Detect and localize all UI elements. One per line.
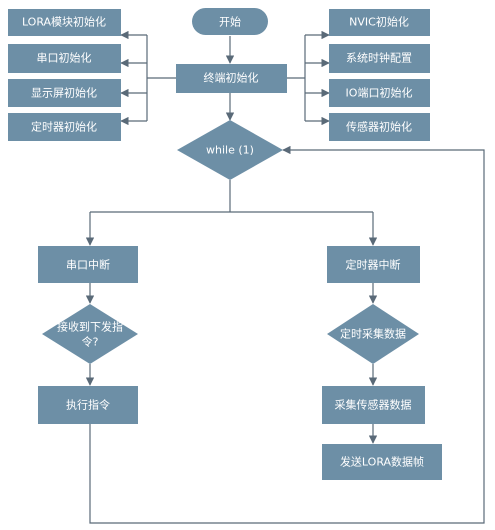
node-send-lora: 发送LORA数据帧: [322, 444, 442, 480]
edge-init-left-bracket: [146, 35, 176, 121]
edge-loop-back: [89, 145, 485, 524]
node-uart-interrupt: 串口中断: [38, 246, 138, 283]
node-while-loop: while (1): [177, 120, 283, 180]
node-execute-cmd: 执行指令: [38, 386, 138, 424]
node-clock-config-label: 系统时钟配置: [346, 51, 412, 65]
node-terminal-init: 终端初始化: [176, 64, 287, 93]
node-timed-collect: 定时采集数据: [327, 304, 419, 364]
node-timer-interrupt-label: 定时器中断: [346, 258, 401, 272]
node-nvic-init-label: NVIC初始化: [349, 15, 409, 29]
node-uart-init: 串口初始化: [8, 44, 121, 73]
node-start: 开始: [192, 8, 268, 35]
node-uart-init-label: 串口初始化: [37, 51, 92, 65]
node-collect-sensor-label: 采集传感器数据: [335, 398, 412, 412]
node-uart-interrupt-label: 串口中断: [66, 258, 110, 272]
node-display-init-label: 显示屏初始化: [31, 86, 97, 100]
node-io-init-label: IO端口初始化: [346, 86, 413, 100]
node-nvic-init: NVIC初始化: [329, 9, 430, 36]
node-sensor-init-label: 传感器初始化: [346, 120, 412, 134]
edges: [85, 30, 485, 524]
node-terminal-init-label: 终端初始化: [204, 71, 259, 85]
edge-while-split: [90, 180, 373, 213]
node-clock-config: 系统时钟配置: [329, 44, 430, 73]
node-while-loop-label: while (1): [206, 144, 254, 157]
node-timer-init: 定时器初始化: [8, 113, 121, 141]
node-io-init: IO端口初始化: [329, 79, 430, 107]
node-lora-init: LORA模块初始化: [8, 9, 121, 36]
node-receive-cmd-line2: 令?: [82, 335, 99, 349]
node-timer-interrupt: 定时器中断: [327, 246, 420, 283]
node-execute-cmd-label: 执行指令: [66, 398, 110, 412]
node-receive-cmd: 接收到下发指 令?: [42, 304, 138, 364]
node-timer-init-label: 定时器初始化: [31, 120, 97, 134]
node-send-lora-label: 发送LORA数据帧: [340, 455, 424, 469]
node-display-init: 显示屏初始化: [8, 79, 121, 107]
node-lora-init-label: LORA模块初始化: [22, 15, 106, 29]
node-collect-sensor: 采集传感器数据: [322, 386, 425, 424]
node-timed-collect-label: 定时采集数据: [340, 327, 406, 341]
node-receive-cmd-line1: 接收到下发指: [57, 320, 123, 334]
node-sensor-init: 传感器初始化: [329, 113, 430, 141]
edge-init-right-bracket: [287, 35, 306, 121]
node-start-label: 开始: [219, 15, 241, 29]
